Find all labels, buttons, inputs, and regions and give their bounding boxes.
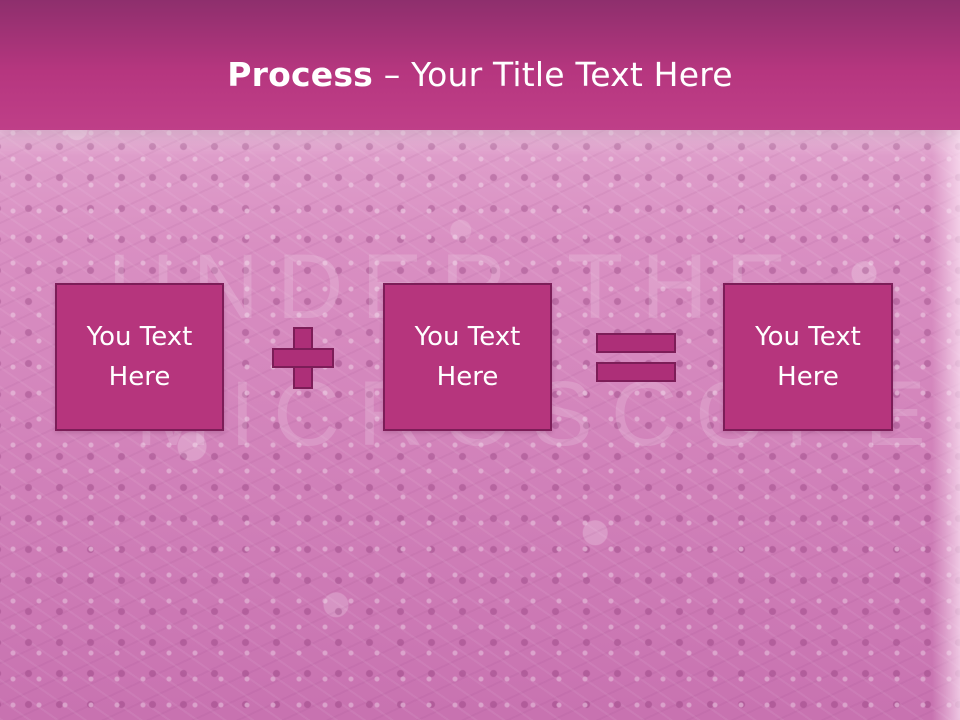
process-result: You Text Here bbox=[723, 283, 893, 431]
background-highlight bbox=[932, 120, 960, 720]
process-step-2: You Text Here bbox=[383, 283, 552, 431]
equals-icon bbox=[596, 333, 676, 383]
plus-icon bbox=[272, 327, 334, 389]
title-emphasis: Process bbox=[227, 55, 374, 94]
process-step-1: You Text Here bbox=[55, 283, 224, 431]
process-step-2-label: You Text Here bbox=[414, 322, 521, 392]
process-step-1-label: You Text Here bbox=[86, 322, 193, 392]
title-rest: – Your Title Text Here bbox=[373, 55, 733, 94]
process-result-label: You Text Here bbox=[755, 322, 861, 392]
slide-header: Process – Your Title Text Here bbox=[0, 0, 960, 156]
slide-title: Process – Your Title Text Here bbox=[0, 54, 960, 96]
